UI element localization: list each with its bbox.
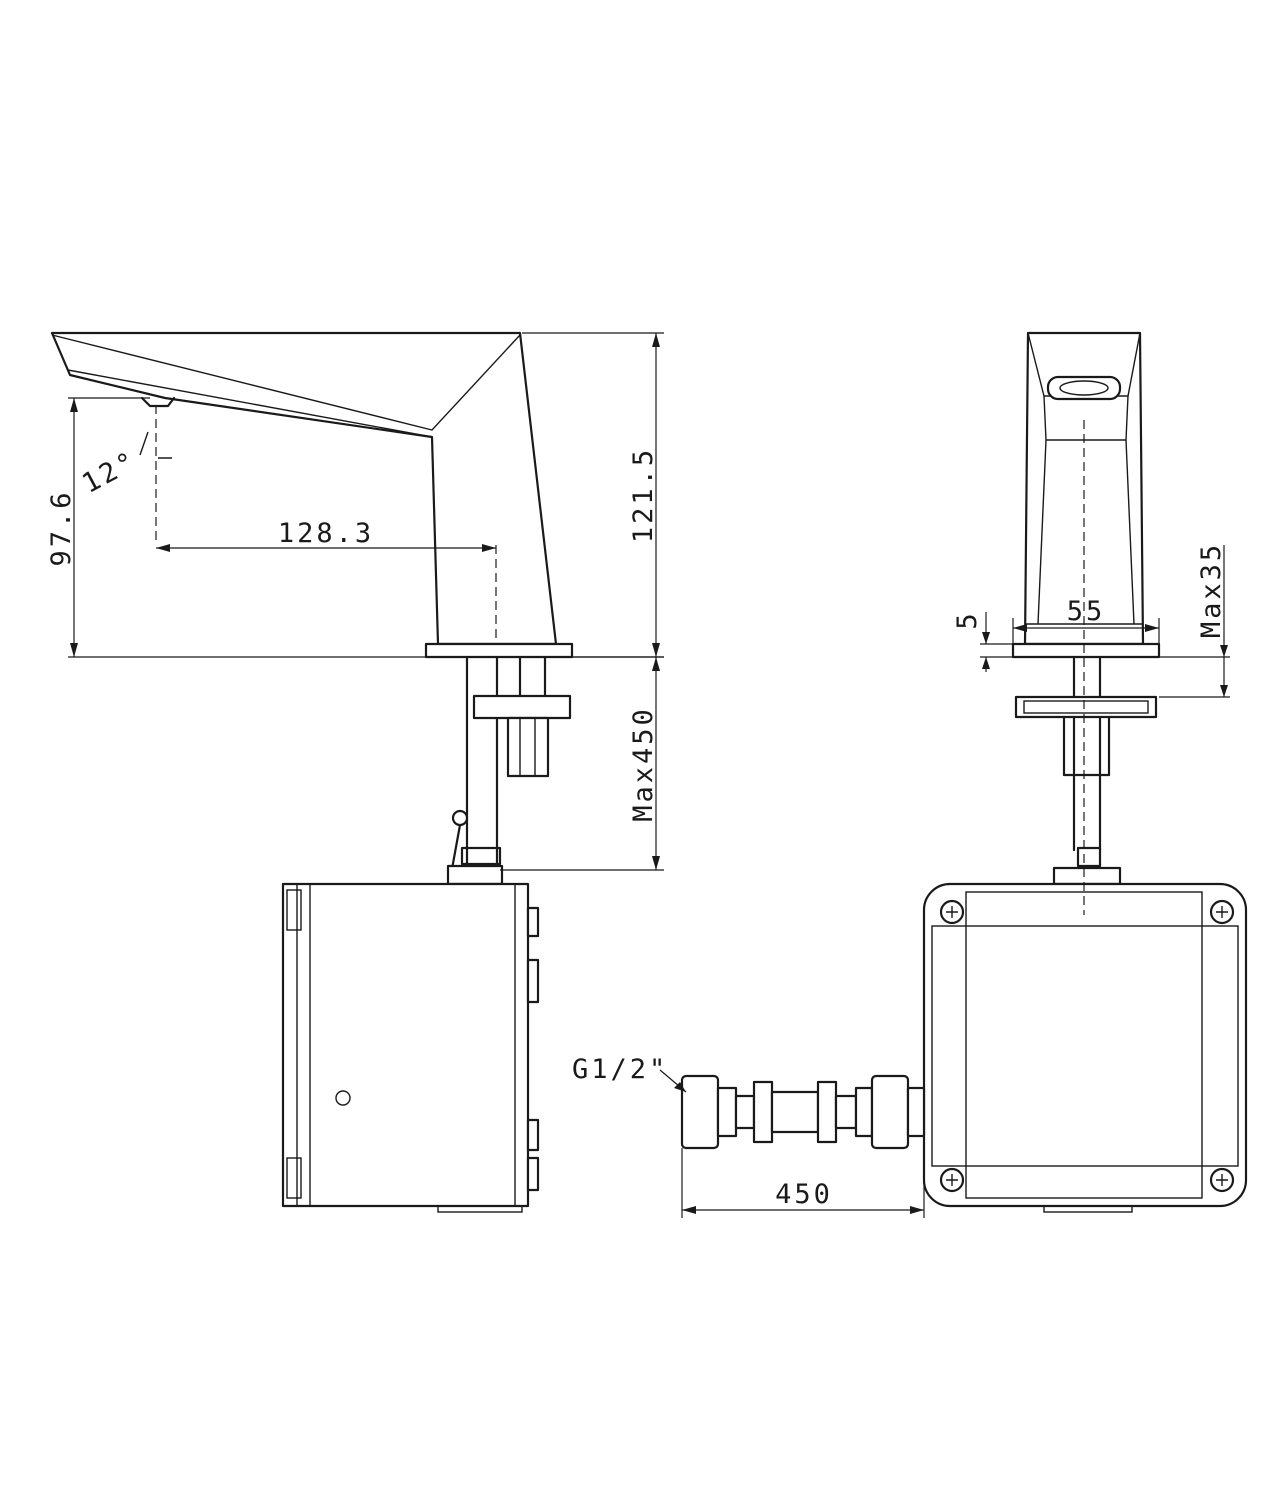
dim-reach: 128.3 — [156, 518, 496, 552]
dim-max-deck: Max450 — [500, 656, 664, 871]
faucet-front-view — [680, 331, 1248, 1213]
label-max35: Max35 — [1196, 542, 1227, 638]
faucet-side-view — [50, 331, 574, 1213]
dim-spout-height: 97.6 — [46, 397, 426, 658]
label-5: 5 — [952, 610, 983, 629]
angle-mark — [139, 431, 172, 459]
label-121-5: 121.5 — [628, 447, 659, 543]
dim-max-thread: Max35 — [1159, 542, 1230, 698]
label-97-6: 97.6 — [46, 489, 77, 566]
label-g1-2: G1/2" — [572, 1054, 668, 1085]
dim-base-plate: 5 — [952, 610, 1013, 672]
label-450: 450 — [775, 1179, 833, 1210]
dim-base-width: 55 — [1012, 596, 1160, 644]
label-max450: Max450 — [628, 706, 659, 822]
label-12-degree: 12° — [77, 445, 143, 499]
dim-total-height: 121.5 — [522, 332, 664, 658]
dim-hose-length: 450 — [681, 1148, 925, 1218]
inlet-thread-callout: G1/2" — [572, 1054, 687, 1093]
label-128-3: 128.3 — [278, 518, 374, 549]
label-55: 55 — [1067, 596, 1106, 627]
